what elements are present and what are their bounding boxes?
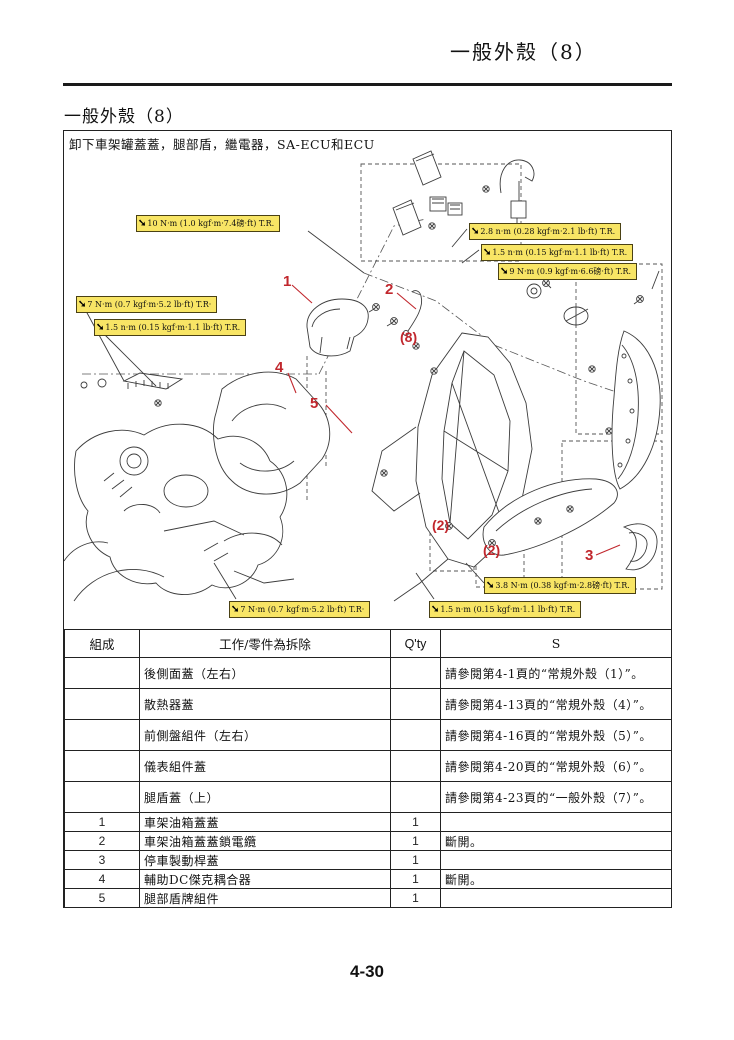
table-row: 散熱器蓋 請參閱第4-13頁的“常規外殼（4）”。 bbox=[64, 688, 672, 720]
col-header-order: 組成 bbox=[64, 629, 140, 658]
cell-qty: 1 bbox=[390, 869, 441, 889]
cell-job: 車架油箱蓋蓋 bbox=[139, 812, 391, 832]
table-row: 儀表組件蓋 請參閱第4-20頁的“常規外殼（6）”。 bbox=[64, 750, 672, 782]
torque-callout: ➘1.5 n·m (0.15 kgf·m·1.1 lb·ft) T.R. bbox=[94, 319, 247, 336]
cell-job: 輔助DC傑克耦合器 bbox=[139, 869, 391, 889]
torque-value: 1.5 n·m (0.15 kgf·m·1.1 lb·ft) T.R. bbox=[440, 605, 576, 614]
cell-remark: 請參閱第4-20頁的“常規外殼（6）”。 bbox=[440, 750, 672, 782]
part-label-4: 4 bbox=[275, 359, 284, 376]
part-label-2: 2 bbox=[385, 281, 394, 298]
torque-value: 3.8 N·m (0.38 kgf·m·2.8磅·ft) T.R. bbox=[495, 581, 630, 590]
cell-order: 1 bbox=[64, 812, 140, 832]
section-title: 一般外殼（8） bbox=[64, 107, 184, 127]
torque-callout: ➘2.8 n·m (0.28 kgf·m·2.1 lb·ft) T.R. bbox=[469, 223, 622, 240]
torque-value: 9 N·m (0.9 kgf·m·6.6磅·ft) T.R. bbox=[509, 267, 632, 276]
torque-value: 1.5 n·m (0.15 kgf·m·1.1 lb·ft) T.R. bbox=[105, 323, 241, 332]
part-count-label-2b: (2) bbox=[483, 542, 501, 558]
exploded-diagram-art bbox=[64, 150, 663, 602]
figure-and-table-frame: ➘10 N·m (1.0 kgf·m·7.4磅·ft) T.R. ➘2.8 n·… bbox=[63, 130, 672, 908]
figure-description: 卸下車架罐蓋蓋，腿部盾，繼電器，SA-ECU和ECU bbox=[69, 137, 375, 152]
cell-remark: 請參閱第4-23頁的“一般外殼（7）”。 bbox=[440, 781, 672, 813]
cell-order bbox=[64, 750, 140, 782]
cell-qty bbox=[390, 781, 441, 813]
cell-qty: 1 bbox=[390, 850, 441, 870]
cell-job: 腿盾蓋（上） bbox=[139, 781, 391, 813]
part-label-3: 3 bbox=[585, 547, 594, 564]
torque-value: 7 N·m (0.7 kgf·m·5.2 lb·ft) T.R· bbox=[240, 605, 365, 614]
cell-order: 4 bbox=[64, 869, 140, 889]
table-row: 後側面蓋（左右） 請參閱第4-1頁的“常規外殼（1）”。 bbox=[64, 657, 672, 689]
torque-callout: ➘7 N·m (0.7 kgf·m·5.2 lb·ft) T.R· bbox=[229, 601, 371, 618]
torque-wrench-arrow-icon: ➘ bbox=[138, 218, 147, 229]
torque-wrench-arrow-icon: ➘ bbox=[500, 266, 509, 277]
cell-qty bbox=[390, 657, 441, 689]
cell-qty: 1 bbox=[390, 812, 441, 832]
cell-job: 停車製動桿蓋 bbox=[139, 850, 391, 870]
page-header-title: 一般外殼（8） bbox=[450, 40, 597, 64]
part-count-label-2a: (2) bbox=[432, 517, 450, 533]
cell-job: 車架油箱蓋蓋鎖電纜 bbox=[139, 831, 391, 851]
torque-callout: ➘10 N·m (1.0 kgf·m·7.4磅·ft) T.R. bbox=[136, 215, 281, 232]
cell-qty bbox=[390, 719, 441, 751]
cell-qty bbox=[390, 688, 441, 720]
torque-callout: ➘3.8 N·m (0.38 kgf·m·2.8磅·ft) T.R. bbox=[484, 577, 636, 594]
parts-table: 組成 工作/零件為拆除 Q'ty S 後側面蓋（左右） 請參閱第4-1頁的“常規外… bbox=[64, 629, 672, 908]
table-row: 腿盾蓋（上） 請參閱第4-23頁的“一般外殼（7）”。 bbox=[64, 781, 672, 813]
cell-order: 3 bbox=[64, 850, 140, 870]
torque-wrench-arrow-icon: ➘ bbox=[471, 226, 480, 237]
torque-wrench-arrow-icon: ➘ bbox=[231, 604, 240, 615]
cell-remark bbox=[440, 812, 672, 832]
torque-value: 7 N·m (0.7 kgf·m·5.2 lb·ft) T.R· bbox=[87, 300, 212, 309]
exploded-diagram: ➘10 N·m (1.0 kgf·m·7.4磅·ft) T.R. ➘2.8 n·… bbox=[64, 131, 671, 629]
torque-wrench-arrow-icon: ➘ bbox=[483, 247, 492, 258]
cell-remark: 請參閱第4-16頁的“常規外殼（5）”。 bbox=[440, 719, 672, 751]
cell-qty bbox=[390, 750, 441, 782]
cell-remark bbox=[440, 850, 672, 870]
cell-remark: 請參閱第4-1頁的“常規外殼（1）”。 bbox=[440, 657, 672, 689]
torque-value: 1.5 n·m (0.15 kgf·m·1.1 lb·ft) T.R. bbox=[492, 248, 628, 257]
torque-wrench-arrow-icon: ➘ bbox=[431, 604, 440, 615]
cell-qty: 1 bbox=[390, 888, 441, 908]
table-header-row: 組成 工作/零件為拆除 Q'ty S bbox=[64, 629, 672, 658]
cell-remark: 斷開。 bbox=[440, 869, 672, 889]
cell-job: 儀表組件蓋 bbox=[139, 750, 391, 782]
cell-qty: 1 bbox=[390, 831, 441, 851]
torque-wrench-arrow-icon: ➘ bbox=[78, 299, 87, 310]
cell-job: 腿部盾牌組件 bbox=[139, 888, 391, 908]
cell-order bbox=[64, 781, 140, 813]
cell-order bbox=[64, 657, 140, 689]
col-header-job: 工作/零件為拆除 bbox=[139, 629, 391, 658]
torque-callout: ➘1.5 n·m (0.15 kgf·m·1.1 lb·ft) T.R. bbox=[481, 244, 634, 261]
col-header-qty: Q'ty bbox=[390, 629, 441, 658]
cell-job: 後側面蓋（左右） bbox=[139, 657, 391, 689]
page-number: 4-30 bbox=[349, 962, 385, 981]
cell-remark: 斷開。 bbox=[440, 831, 672, 851]
torque-callout: ➘1.5 n·m (0.15 kgf·m·1.1 lb·ft) T.R. bbox=[429, 601, 582, 618]
part-label-5: 5 bbox=[310, 395, 319, 412]
cell-order: 2 bbox=[64, 831, 140, 851]
cell-order bbox=[64, 688, 140, 720]
part-label-1: 1 bbox=[283, 273, 292, 290]
torque-wrench-arrow-icon: ➘ bbox=[486, 580, 495, 591]
torque-wrench-arrow-icon: ➘ bbox=[96, 322, 105, 333]
cell-order bbox=[64, 719, 140, 751]
header-divider bbox=[63, 83, 672, 86]
cell-order: 5 bbox=[64, 888, 140, 908]
part-count-label-8: (8) bbox=[400, 329, 418, 345]
col-header-remarks: S bbox=[440, 629, 672, 658]
torque-callout: ➘9 N·m (0.9 kgf·m·6.6磅·ft) T.R. bbox=[498, 263, 638, 280]
torque-value: 10 N·m (1.0 kgf·m·7.4磅·ft) T.R. bbox=[147, 219, 275, 228]
cell-job: 前側盤組件（左右） bbox=[139, 719, 391, 751]
cell-remark: 請參閱第4-13頁的“常規外殼（4）”。 bbox=[440, 688, 672, 720]
table-row: 前側盤組件（左右） 請參閱第4-16頁的“常規外殼（5）”。 bbox=[64, 719, 672, 751]
cell-remark bbox=[440, 888, 672, 908]
cell-job: 散熱器蓋 bbox=[139, 688, 391, 720]
torque-value: 2.8 n·m (0.28 kgf·m·2.1 lb·ft) T.R. bbox=[480, 227, 616, 236]
torque-callout: ➘7 N·m (0.7 kgf·m·5.2 lb·ft) T.R· bbox=[76, 296, 218, 313]
